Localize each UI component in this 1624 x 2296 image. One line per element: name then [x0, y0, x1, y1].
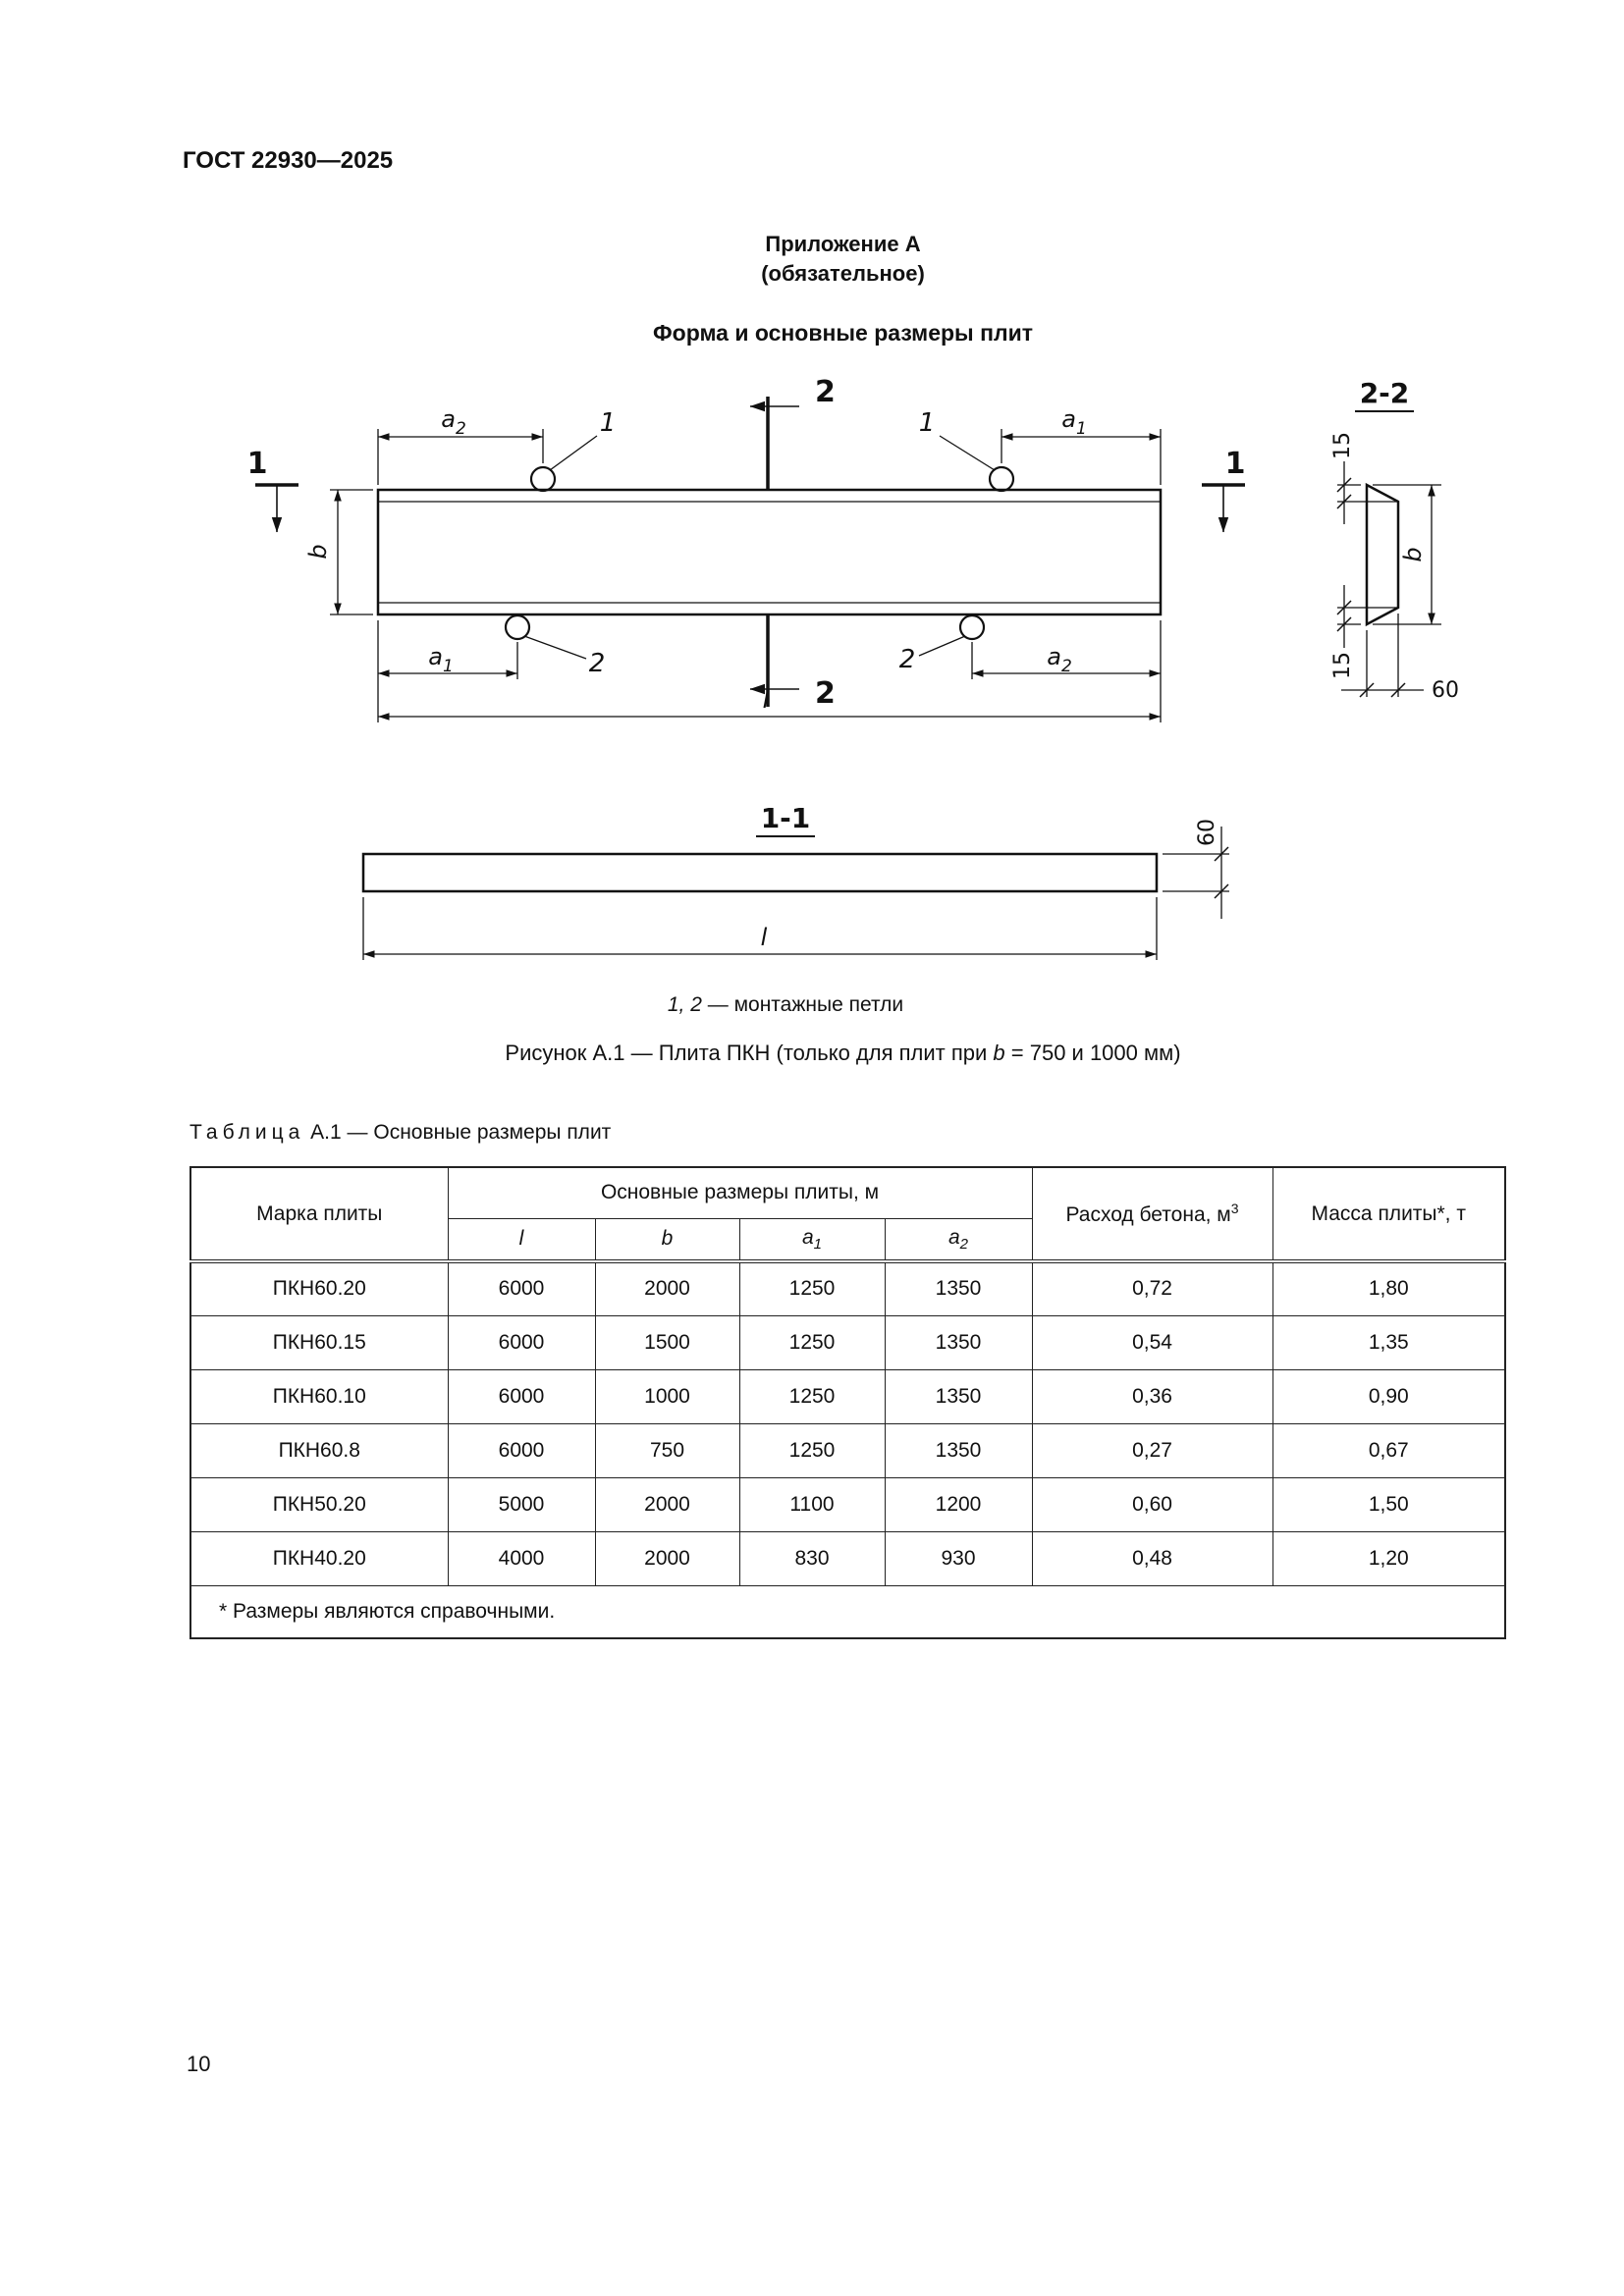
cell-concrete: 0,60 [1031, 1476, 1273, 1532]
cut-label-2: 2 [815, 676, 836, 711]
header-dims-group: Основные размеры плиты, м [447, 1166, 1033, 1219]
table-row: ПКН60.8 6000 750 1250 1350 0,27 0,67 [189, 1422, 1506, 1478]
figure-caption: Рисунок А.1 — Плита ПКН (только для плит… [505, 1041, 1181, 1065]
cell-concrete: 0,27 [1031, 1422, 1273, 1478]
cell-l: 5000 [447, 1476, 596, 1532]
pos-label-1: 1 [919, 408, 936, 438]
dim-a1-label: a1 [428, 643, 454, 676]
header-col-l: l [447, 1217, 596, 1263]
cell-b: 1000 [594, 1368, 740, 1424]
cell-b: 2000 [594, 1530, 740, 1586]
cell-l: 6000 [447, 1368, 596, 1424]
cell-a2: 930 [884, 1530, 1033, 1586]
cell-concrete: 0,36 [1031, 1368, 1273, 1424]
table-row: ПКН60.10 6000 1000 1250 1350 0,36 0,90 [189, 1368, 1506, 1424]
legend-position-numbers: 1, 2 [667, 993, 702, 1016]
cell-mass: 1,35 [1272, 1314, 1506, 1370]
cell-mark: ПКН60.10 [189, 1368, 449, 1424]
figure-a1-drawing: 1 1 2 2 2 2 1 1 a2 a1 a1 a2 b l [247, 375, 1459, 960]
header-row-1: Марка плиты Основные размеры плиты, м Ра… [189, 1166, 1506, 1263]
doc-code: ГОСТ 22930—2025 [183, 147, 394, 174]
cell-l: 6000 [447, 1314, 596, 1370]
table-footnote: * Размеры являются справочными. [189, 1584, 1506, 1639]
cell-mark: ПКН40.20 [189, 1530, 449, 1586]
dim-15-label: 15 [1330, 432, 1355, 459]
pos-label-2: 2 [589, 649, 606, 678]
table-row: ПКН60.20 6000 2000 1250 1350 0,72 1,80 [189, 1260, 1506, 1316]
cell-a1: 830 [738, 1530, 886, 1586]
dim-b-label: b [304, 544, 332, 559]
cell-mark: ПКН60.20 [189, 1260, 449, 1316]
header-col-a2: a2 [884, 1217, 1033, 1263]
cell-a1: 1100 [738, 1476, 886, 1532]
cell-b: 2000 [594, 1260, 740, 1316]
cell-a1: 1250 [738, 1314, 886, 1370]
cell-mark: ПКН60.15 [189, 1314, 449, 1370]
table-row: ПКН60.15 6000 1500 1250 1350 0,54 1,35 [189, 1314, 1506, 1370]
dim-60-label: 60 [1432, 678, 1459, 703]
section-1-1-title: 1-1 [761, 802, 811, 834]
table-row: ПКН40.20 4000 2000 830 930 0,48 1,20 [189, 1530, 1506, 1586]
cell-b: 750 [594, 1422, 740, 1478]
cell-a2: 1200 [884, 1476, 1033, 1532]
cell-concrete: 0,72 [1031, 1260, 1273, 1316]
pos-label-2: 2 [899, 645, 916, 674]
dim-l-label: l [761, 924, 768, 951]
cell-mass: 1,20 [1272, 1530, 1506, 1586]
cell-a2: 1350 [884, 1260, 1033, 1316]
figure-legend: 1, 2 — монтажные петли [182, 993, 1389, 1017]
dim-a2-label: a2 [1047, 643, 1072, 676]
header-col-a1: a1 [738, 1217, 886, 1263]
dim-b-label: b [1399, 547, 1427, 561]
lifting-loops [504, 465, 1015, 641]
section-1-1 [361, 827, 1229, 960]
cell-mass: 0,90 [1272, 1368, 1506, 1424]
cell-mass: 1,50 [1272, 1476, 1506, 1532]
cell-mass: 1,80 [1272, 1260, 1506, 1316]
plan-view [255, 397, 1245, 722]
cell-b: 1500 [594, 1314, 740, 1370]
section-2-2-title: 2-2 [1360, 377, 1410, 409]
page-number: 10 [187, 2052, 211, 2076]
header-mark: Марка плиты [189, 1166, 449, 1263]
dim-a2-label: a2 [441, 405, 466, 439]
header-row-2: l b a1 a2 [190, 1217, 1505, 1263]
table-title: Таблица А.1 — Основные размеры плит [189, 1121, 612, 1144]
cell-a1: 1250 [738, 1260, 886, 1316]
cell-l: 4000 [447, 1530, 596, 1586]
cell-a1: 1250 [738, 1368, 886, 1424]
cell-l: 6000 [447, 1260, 596, 1316]
appendix-title: Приложение А [765, 232, 921, 256]
cell-a2: 1350 [884, 1368, 1033, 1424]
cut-label-1: 1 [247, 447, 268, 481]
pos-label-1: 1 [600, 408, 617, 438]
cell-l: 6000 [447, 1422, 596, 1478]
section-heading: Форма и основные размеры плит [653, 320, 1033, 346]
dim-l-label: l [763, 686, 770, 714]
header-mass: Масса плиты*, т [1272, 1166, 1506, 1263]
appendix-note: (обязательное) [761, 261, 925, 286]
dim-a1-label: a1 [1061, 405, 1087, 439]
section-2-2 [1336, 410, 1441, 698]
cell-a1: 1250 [738, 1422, 886, 1478]
header-col-b: b [594, 1217, 740, 1263]
dimensions-table: Марка плиты Основные размеры плиты, м Ра… [189, 1166, 1506, 1639]
table-row: ПКН50.20 5000 2000 1100 1200 0,60 1,50 [189, 1476, 1506, 1532]
dim-60-label: 60 [1195, 819, 1219, 846]
dim-15-label: 15 [1330, 652, 1355, 679]
cell-mark: ПКН50.20 [189, 1476, 449, 1532]
cut-label-2: 2 [815, 375, 836, 409]
cell-b: 2000 [594, 1476, 740, 1532]
cell-mass: 0,67 [1272, 1422, 1506, 1478]
cell-mark: ПКН60.8 [189, 1422, 449, 1478]
header-concrete: Расход бетона, м3 [1031, 1166, 1273, 1263]
cut-label-1: 1 [1225, 447, 1246, 481]
cell-a2: 1350 [884, 1314, 1033, 1370]
cell-concrete: 0,48 [1031, 1530, 1273, 1586]
footnote-row: * Размеры являются справочными. [189, 1584, 1506, 1639]
legend-text: — монтажные петли [701, 993, 904, 1016]
cell-a2: 1350 [884, 1422, 1033, 1478]
cell-concrete: 0,54 [1031, 1314, 1273, 1370]
